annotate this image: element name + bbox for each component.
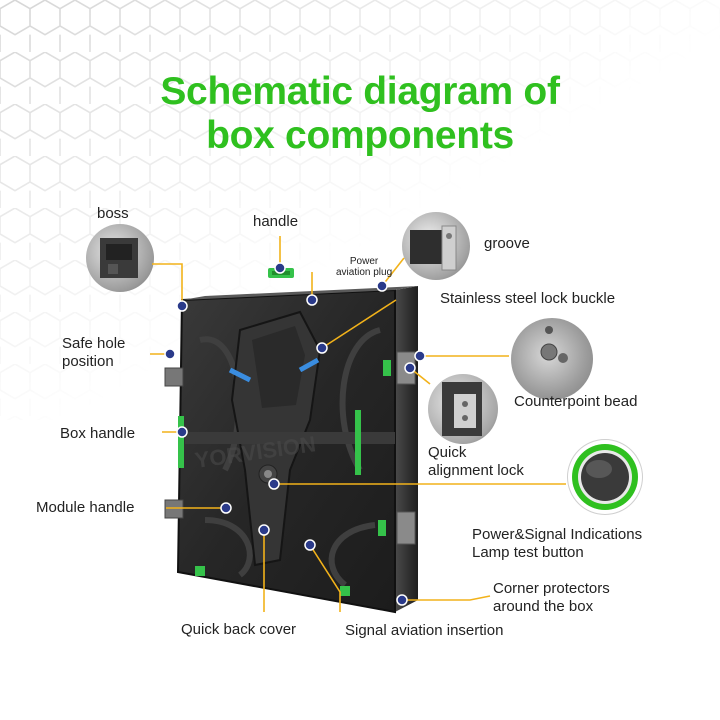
label-safe-hole-line-1: Safe hole [62,335,126,352]
label-safe-hole-line-2: position [62,353,114,370]
label-corner-line-2: around the box [493,598,594,615]
label-power-signal: Power&Signal Indications Lamp test butto… [472,526,642,562]
label-signal-insertion: Signal aviation insertion [345,622,504,639]
label-groove: groove [484,235,530,252]
label-quick-alignment-line-2: alignment lock [428,462,524,479]
label-quick-alignment: Quick alignment lock [428,444,524,480]
cabinet-side-face [395,286,418,612]
label-box-handle: Box handle [60,425,136,442]
lamp-test-button-photo [568,440,642,514]
label-stainless-lock: Stainless steel lock buckle [440,290,616,307]
box-handle-left [178,416,184,468]
label-power-signal-line-1: Power&Signal Indications [472,526,643,543]
label-module-handle: Module handle [36,499,135,516]
groove-inset-photo [402,212,470,280]
groove-icon [410,225,457,271]
label-handle: handle [253,213,299,230]
box-handle-right [355,410,361,475]
label-quick-alignment-line-1: Quick [428,444,467,461]
lock-buckle-icon [540,326,568,363]
label-quick-back-cover: Quick back cover [181,621,297,638]
boss-icon [100,238,138,278]
alignment-lock-icon [442,382,482,436]
stainless-lock-inset-photo [511,318,593,400]
quick-alignment-inset-photo [428,374,498,444]
title-line-1: Schematic diagram of [160,70,560,113]
title-line-2: box components [206,114,514,157]
label-power-plug: Power aviation plug [336,256,392,278]
label-safe-hole: Safe hole position [62,335,125,371]
label-boss: boss [97,205,129,222]
label-power-plug-line-1: Power [349,256,379,267]
label-corner-line-1: Corner protectors [493,580,610,597]
boss-inset-photo [86,224,154,292]
label-power-signal-line-2: Lamp test button [472,544,584,561]
lamp-button-icon [572,444,638,510]
label-corner-protectors: Corner protectors around the box [493,580,610,616]
label-counterpoint-bead: Counterpoint bead [514,393,638,410]
label-power-plug-line-2: aviation plug [336,267,393,278]
diagram-title: Schematic diagram of box components [0,70,720,158]
